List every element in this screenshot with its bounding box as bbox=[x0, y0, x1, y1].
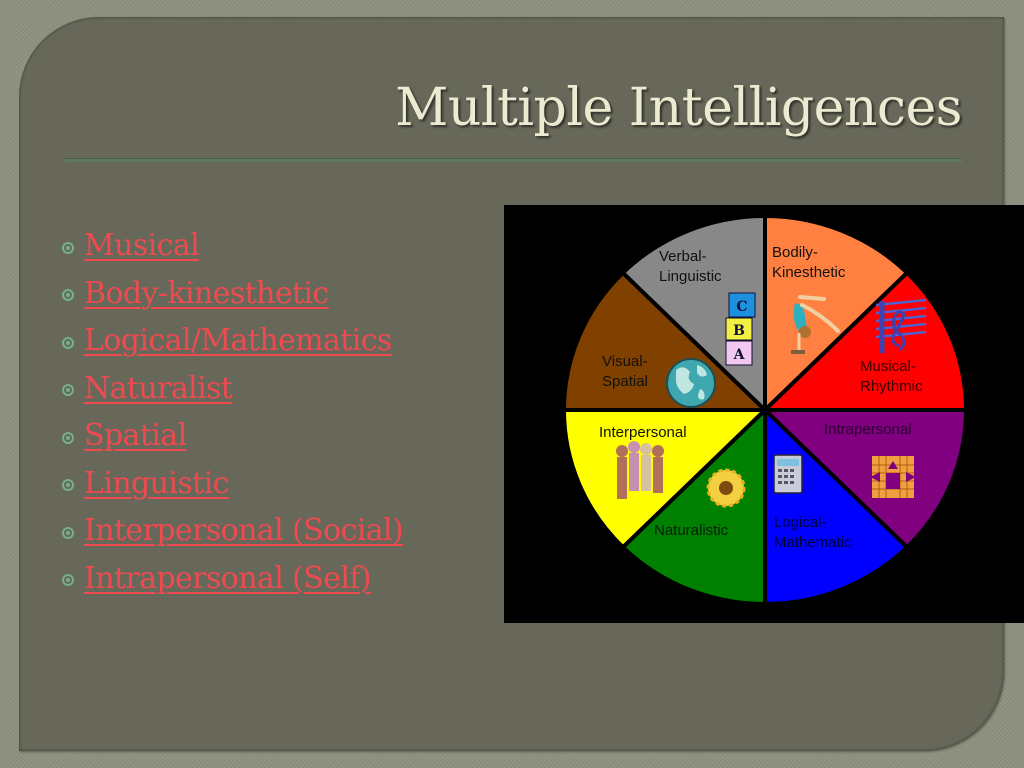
label-visual-spatial: Visual-Spatial bbox=[602, 353, 648, 390]
title-divider bbox=[65, 158, 962, 162]
label-logical-mathematic: Logical-Mathematic bbox=[774, 514, 852, 551]
intelligence-list: Musical Body-kinesthetic Logical/Mathema… bbox=[62, 222, 404, 603]
music-staff-icon bbox=[875, 298, 927, 353]
link-body-kinesthetic[interactable]: Body-kinesthetic bbox=[84, 275, 329, 311]
list-item: Naturalist bbox=[62, 365, 403, 413]
list-item: Logical/Mathematics bbox=[62, 317, 403, 365]
svg-text:C: C bbox=[736, 299, 747, 315]
intelligences-pie-chart: C B A bbox=[504, 205, 1024, 623]
circle-bullet-icon bbox=[62, 336, 74, 349]
link-naturalist[interactable]: Naturalist bbox=[84, 370, 233, 406]
circle-bullet-icon bbox=[62, 289, 74, 302]
calculator-icon bbox=[773, 454, 803, 494]
svg-text:B: B bbox=[733, 323, 745, 339]
list-item: Spatial bbox=[62, 412, 403, 460]
link-logical-mathematics[interactable]: Logical/Mathematics bbox=[84, 323, 392, 359]
link-linguistic[interactable]: Linguistic bbox=[84, 465, 229, 501]
link-interpersonal[interactable]: Interpersonal (Social) bbox=[84, 513, 404, 549]
list-item: Linguistic bbox=[62, 460, 403, 508]
sunflower-icon bbox=[706, 468, 746, 508]
svg-text:A: A bbox=[733, 347, 746, 363]
link-musical[interactable]: Musical bbox=[84, 228, 200, 264]
gymnast-icon bbox=[791, 295, 840, 354]
list-item: Intrapersonal (Self) bbox=[62, 555, 403, 603]
slice-bodily-kinesthetic bbox=[763, 214, 910, 412]
list-item: Body-kinesthetic bbox=[62, 270, 403, 318]
circle-bullet-icon bbox=[62, 241, 74, 254]
circle-bullet-icon bbox=[62, 526, 74, 539]
circle-bullet-icon bbox=[62, 384, 74, 397]
slice-naturalistic bbox=[620, 408, 767, 606]
grid-arrows-icon bbox=[870, 456, 916, 498]
link-spatial[interactable]: Spatial bbox=[84, 418, 187, 454]
label-interpersonal: Interpersonal bbox=[599, 424, 687, 441]
slide-title: Multiple Intelligences bbox=[395, 78, 962, 138]
label-bodily-kinesthetic: Bodily-Kinesthetic bbox=[772, 244, 846, 281]
label-intrapersonal: Intrapersonal bbox=[824, 421, 912, 438]
slice-intrapersonal bbox=[763, 408, 968, 550]
circle-bullet-icon bbox=[62, 479, 74, 492]
pie-svg: C B A bbox=[562, 214, 968, 606]
circle-bullet-icon bbox=[62, 574, 74, 587]
people-group-icon bbox=[616, 441, 664, 499]
slice-musical-rhythmic bbox=[763, 270, 968, 412]
abc-blocks-icon: C B A bbox=[725, 292, 756, 366]
label-naturalistic: Naturalistic bbox=[654, 522, 729, 539]
globe-icon bbox=[666, 358, 716, 408]
label-musical-rhythmic: Musical-Rhythmic bbox=[860, 358, 923, 395]
list-item: Interpersonal (Social) bbox=[62, 507, 404, 555]
label-verbal-linguistic: Verbal-Linguistic bbox=[659, 248, 722, 285]
slice-interpersonal bbox=[562, 408, 767, 550]
link-intrapersonal[interactable]: Intrapersonal (Self) bbox=[84, 560, 372, 596]
circle-bullet-icon bbox=[62, 431, 74, 444]
list-item: Musical bbox=[62, 222, 403, 270]
